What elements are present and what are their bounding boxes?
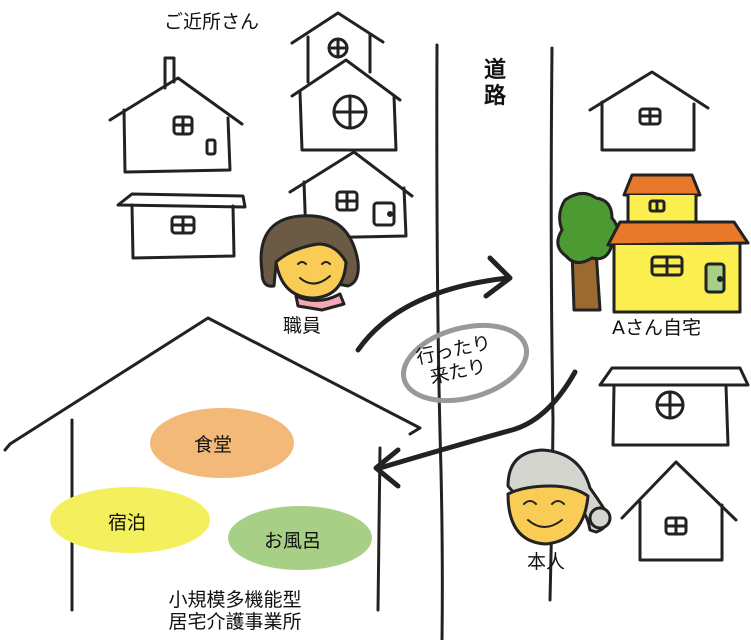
facility-label: 小規模多機能型 居宅介護事業所 (150, 589, 320, 634)
road-left-edge (435, 43, 444, 640)
dining-label: 食堂 (194, 434, 233, 456)
neighbor-house-door (288, 150, 414, 240)
lodging-area (50, 487, 210, 553)
house-right-middle (598, 366, 750, 447)
bath-area (228, 506, 372, 570)
neighbor-house-small (116, 192, 247, 260)
person-figure (506, 448, 612, 546)
staff-label: 職員 (283, 315, 322, 337)
a-san-home (556, 173, 750, 314)
neighbor-house-chimney (108, 56, 244, 174)
road-label-1: 道 (483, 58, 506, 83)
tree (556, 192, 620, 312)
bath-label: お風呂 (264, 530, 322, 552)
home-label: Aさん自宅 (612, 317, 701, 339)
person-label: 本人 (527, 551, 566, 573)
lodging-label: 宿泊 (108, 512, 147, 534)
neighbors-label: ご近所さん (164, 11, 260, 33)
dining-area (150, 408, 294, 478)
road-label: 道 路 (478, 58, 512, 111)
staff-figure (259, 214, 360, 312)
back-and-forth-oval (400, 322, 530, 404)
facility-label-line-2: 居宅介護事業所 (168, 610, 302, 633)
neighbor-house-tower (290, 11, 402, 152)
arrow-to-facility (373, 369, 578, 489)
arrow-to-home (355, 255, 513, 353)
house-right-bottom (620, 460, 738, 562)
road-label-2: 路 (483, 84, 506, 110)
facility-label-line-1: 小規模多機能型 (168, 589, 302, 611)
house-right-top (588, 70, 710, 152)
